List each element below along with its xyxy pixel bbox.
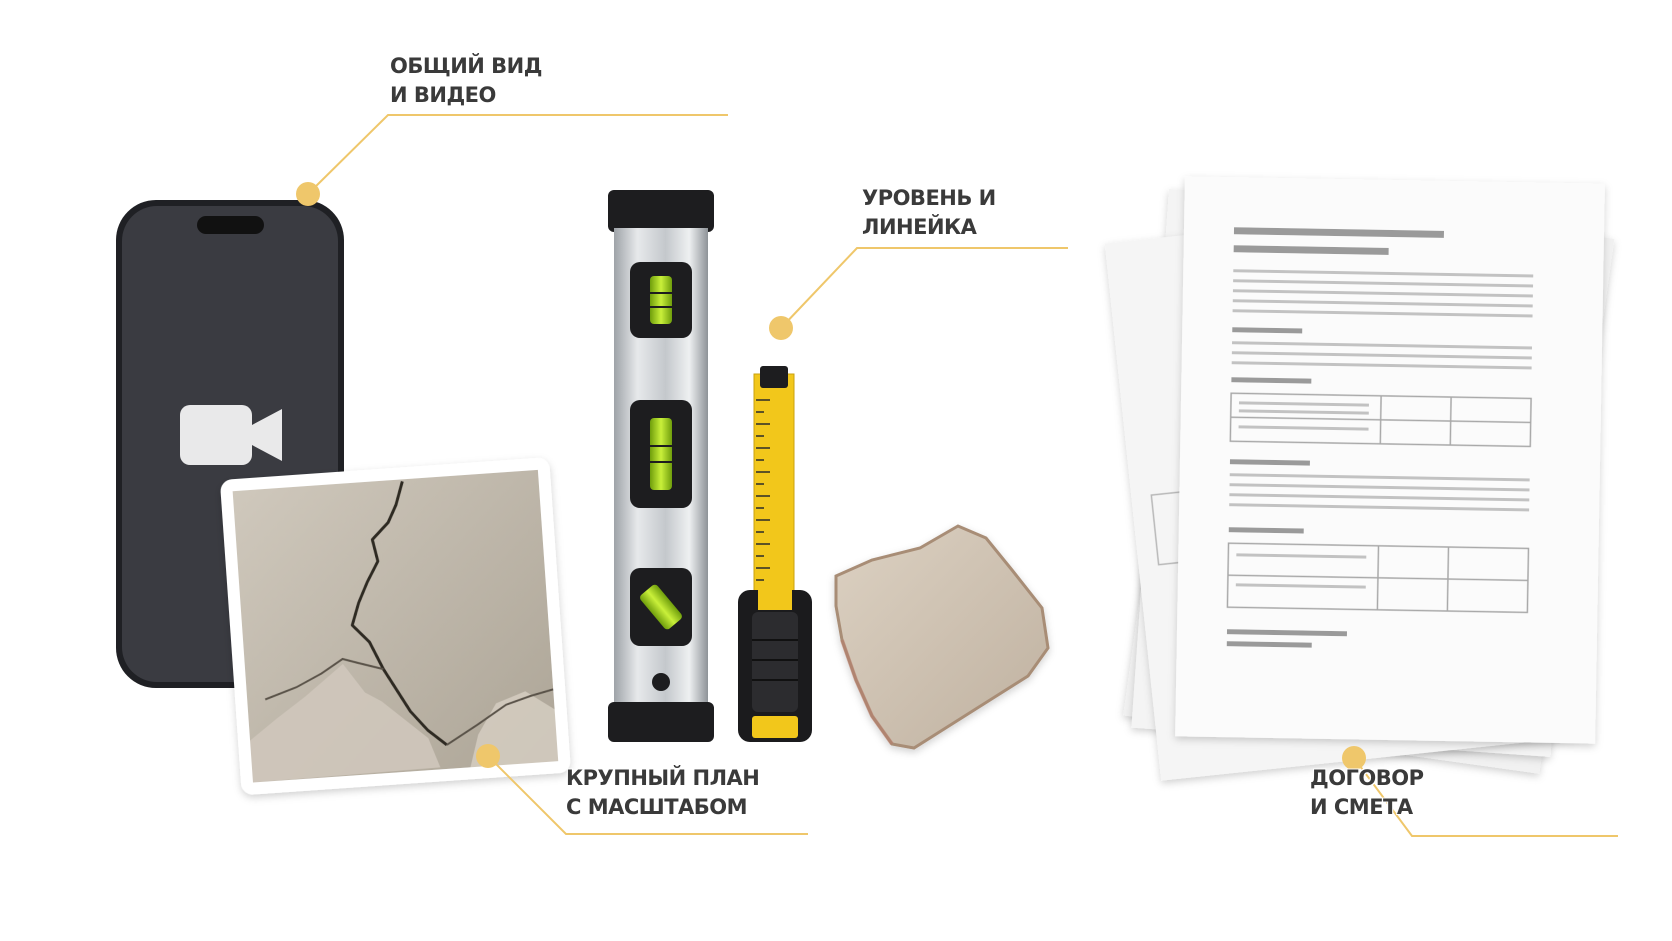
callout-closeup-line2: С МАСШТАБОМ bbox=[566, 795, 748, 819]
tape-measure bbox=[738, 366, 812, 742]
callout-overview-dot bbox=[296, 182, 320, 206]
callout-contract-line1: ДОГОВОР bbox=[1310, 766, 1424, 790]
callout-closeup-line1: КРУПНЫЙ ПЛАН bbox=[566, 766, 760, 790]
spirit-level bbox=[608, 190, 714, 742]
document-front-page bbox=[1175, 176, 1605, 744]
callout-level-label: УРОВЕНЬ И ЛИНЕЙКА bbox=[862, 184, 996, 242]
callout-contract-leader bbox=[1342, 746, 1618, 837]
video-camera-icon bbox=[180, 405, 282, 465]
callout-contract-dot bbox=[1342, 746, 1366, 770]
callout-level-dot bbox=[769, 316, 793, 340]
callout-closeup-dot bbox=[476, 744, 500, 768]
callout-closeup-label: КРУПНЫЙ ПЛАН С МАСШТАБОМ bbox=[566, 764, 760, 822]
document-table-bottom bbox=[1226, 542, 1530, 614]
callout-level-line2: ЛИНЕЙКА bbox=[862, 215, 977, 239]
plaster-sample bbox=[834, 524, 1050, 750]
callout-level-line1: УРОВЕНЬ И bbox=[862, 186, 996, 210]
level-vial-top bbox=[630, 262, 692, 338]
level-vial-middle bbox=[630, 400, 692, 508]
callout-contract-line2: И СМЕТА bbox=[1310, 795, 1413, 819]
callout-level-leader bbox=[769, 247, 1068, 340]
document-stack bbox=[1104, 176, 1615, 781]
callout-overview-line1: ОБЩИЙ ВИД bbox=[390, 54, 542, 78]
callout-overview-label: ОБЩИЙ ВИД И ВИДЕО bbox=[390, 52, 542, 110]
callout-closeup-leader bbox=[476, 744, 808, 835]
callout-overview-leader bbox=[296, 114, 728, 206]
level-vial-angle bbox=[630, 568, 692, 646]
cracked-wall-photo bbox=[220, 457, 571, 795]
callout-overview-line2: И ВИДЕО bbox=[390, 83, 496, 107]
document-table-top bbox=[1229, 392, 1532, 448]
callout-contract-label: ДОГОВОР И СМЕТА bbox=[1310, 764, 1424, 822]
